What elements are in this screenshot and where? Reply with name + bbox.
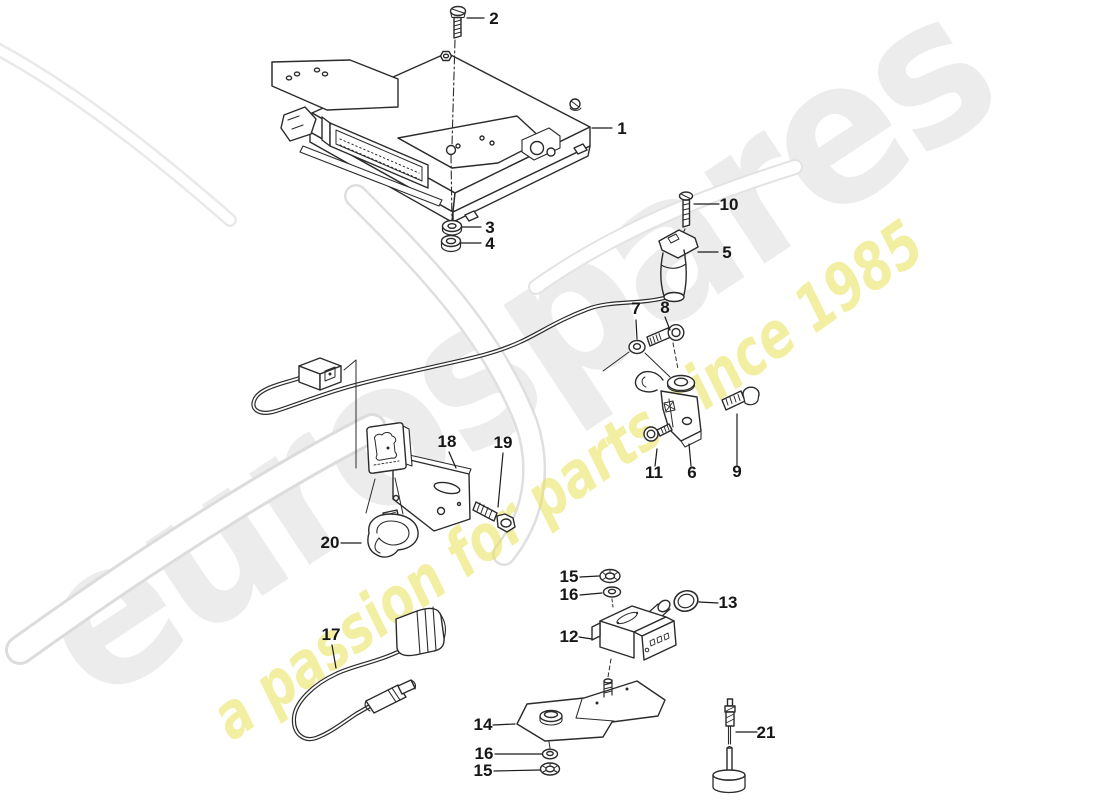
callout-5[interactable]: 5 bbox=[722, 243, 731, 262]
callout-4[interactable]: 4 bbox=[485, 234, 495, 253]
callout-21[interactable]: 21 bbox=[757, 723, 776, 742]
part-3-washer bbox=[441, 219, 463, 236]
part-12-pressure-sensor bbox=[591, 599, 677, 678]
callout-15-top[interactable]: 15 bbox=[560, 567, 579, 586]
callout-12[interactable]: 12 bbox=[560, 627, 579, 646]
part-15-nut-bottom bbox=[539, 762, 561, 776]
callout-17[interactable]: 17 bbox=[322, 625, 341, 644]
callout-9[interactable]: 9 bbox=[732, 462, 741, 481]
callout-2[interactable]: 2 bbox=[489, 9, 498, 28]
sensor-cable-plug bbox=[298, 357, 357, 469]
part-7-washer bbox=[602, 339, 671, 378]
part-2-screw bbox=[449, 5, 467, 39]
leader-lines bbox=[331, 17, 758, 772]
callout-20[interactable]: 20 bbox=[321, 533, 340, 552]
callout-18[interactable]: 18 bbox=[438, 432, 457, 451]
callout-6[interactable]: 6 bbox=[687, 463, 696, 482]
callout-3[interactable]: 3 bbox=[485, 218, 494, 237]
part-1-control-unit bbox=[271, 39, 591, 223]
callout-16-bottom[interactable]: 16 bbox=[475, 744, 494, 763]
callout-15-bottom[interactable]: 15 bbox=[474, 761, 493, 780]
part-13-ring bbox=[673, 589, 699, 613]
part-16-washer-bottom bbox=[541, 748, 559, 760]
part-16-washer-top bbox=[602, 586, 622, 608]
callout-13[interactable]: 13 bbox=[719, 593, 738, 612]
part-19-screw bbox=[472, 501, 516, 533]
callout-8[interactable]: 8 bbox=[660, 298, 669, 317]
part-8-bolt bbox=[646, 324, 685, 370]
part-21-sensor bbox=[712, 698, 746, 794]
part-11-bolt bbox=[643, 423, 673, 442]
part-5-speed-sensor bbox=[251, 229, 699, 415]
background-swoosh bbox=[0, 42, 803, 665]
part-17-cable bbox=[291, 606, 447, 742]
part-14-bracket bbox=[516, 678, 666, 749]
callout-10[interactable]: 10 bbox=[720, 195, 739, 214]
callout-19[interactable]: 19 bbox=[494, 433, 513, 452]
part-4-nut bbox=[440, 234, 462, 253]
callout-16-top[interactable]: 16 bbox=[560, 585, 579, 604]
part-10-screw bbox=[678, 191, 694, 241]
part-18-bracket bbox=[365, 422, 472, 532]
callout-7[interactable]: 7 bbox=[631, 299, 640, 318]
callout-11[interactable]: 11 bbox=[645, 463, 663, 482]
callout-1[interactable]: 1 bbox=[617, 119, 626, 138]
part-15-nut-top bbox=[599, 568, 621, 584]
part-9-bolt bbox=[721, 386, 760, 411]
callout-14[interactable]: 14 bbox=[474, 715, 493, 734]
part-20-clip bbox=[367, 509, 419, 558]
